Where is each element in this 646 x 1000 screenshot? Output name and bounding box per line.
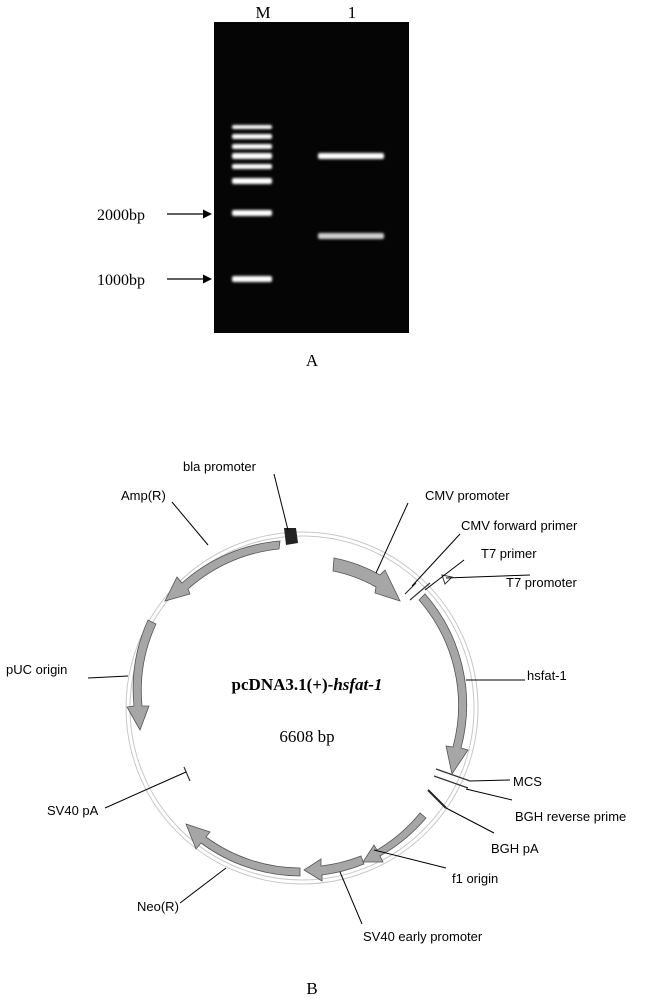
label-t7-promoter: T7 promoter (506, 575, 577, 590)
plasmid-name: pcDNA3.1(+)-hsfat-1 (232, 675, 383, 694)
marker-band (232, 125, 272, 129)
label-cmv-promoter: CMV promoter (425, 488, 510, 503)
marker-2000-label: 2000bp (97, 207, 145, 224)
label-bla-promoter: bla promoter (183, 459, 257, 474)
label-t7-primer: T7 primer (481, 546, 537, 561)
panel-b-label: B (306, 979, 317, 998)
label-mcs: MCS (513, 774, 542, 789)
f1-feature-arrow (362, 812, 427, 863)
marker-lane (232, 125, 272, 282)
marker-band (232, 210, 272, 216)
arrow-2000 (167, 209, 212, 219)
gel-image (214, 22, 409, 333)
marker-band (232, 153, 272, 159)
t7-promoter-marker (441, 574, 454, 585)
plasmid-backbone-outer (125, 531, 479, 885)
bgh-pa-tick (427, 789, 447, 809)
plasmid-map: bla promoter Amp(R) CMV promoter CMV for… (6, 459, 626, 998)
cmv-forward-tick (404, 582, 417, 595)
label-sv40-early: SV40 early promoter (363, 929, 483, 944)
label-amp: Amp(R) (121, 488, 166, 503)
label-sv40-pa: SV40 pA (47, 803, 99, 818)
t7-primer-tick (409, 582, 431, 601)
amp-feature-arrow (164, 540, 281, 602)
marker-band (232, 134, 272, 139)
label-bgh-pa: BGH pA (491, 841, 539, 856)
sample-band-upper (318, 153, 384, 159)
panel-a-label: A (306, 351, 319, 370)
bla-promoter-marker (284, 528, 298, 545)
mcs-tick-1 (435, 768, 471, 782)
cmv-feature-arrow (332, 557, 401, 602)
marker-band (232, 144, 272, 149)
marker-1000-label: 1000bp (97, 272, 145, 289)
gel-panel: M 1 2000bp 1000bp A (97, 3, 409, 370)
label-puc: pUC origin (6, 662, 67, 677)
arrow-1000 (167, 274, 212, 284)
hsfat-feature-arrow (418, 593, 469, 776)
lane-1-label: 1 (348, 3, 357, 22)
label-hsfat: hsfat-1 (527, 668, 567, 683)
plasmid-name-prefix: pcDNA3.1(+)- (232, 675, 334, 694)
neo-feature-arrow (185, 823, 301, 877)
mcs-tick-2 (433, 775, 469, 789)
sv40-pa-tick (183, 766, 191, 782)
puc-feature-arrow (126, 619, 157, 731)
leader-lines (87, 473, 531, 925)
label-bgh-reverse: BGH reverse prime (515, 809, 626, 824)
marker-band (232, 164, 272, 169)
sample-band-lower (318, 233, 384, 239)
label-neo: Neo(R) (137, 899, 179, 914)
plasmid-size: 6608 bp (279, 727, 334, 746)
label-cmv-forward: CMV forward primer (461, 518, 578, 533)
marker-band (232, 276, 272, 282)
plasmid-name-gene: hsfat-1 (333, 675, 382, 694)
label-f1: f1 origin (452, 871, 498, 886)
lane-m-label: M (255, 3, 270, 22)
marker-band (232, 178, 272, 184)
sv40-early-feature-arrow (303, 855, 365, 882)
sample-lane (318, 153, 384, 239)
